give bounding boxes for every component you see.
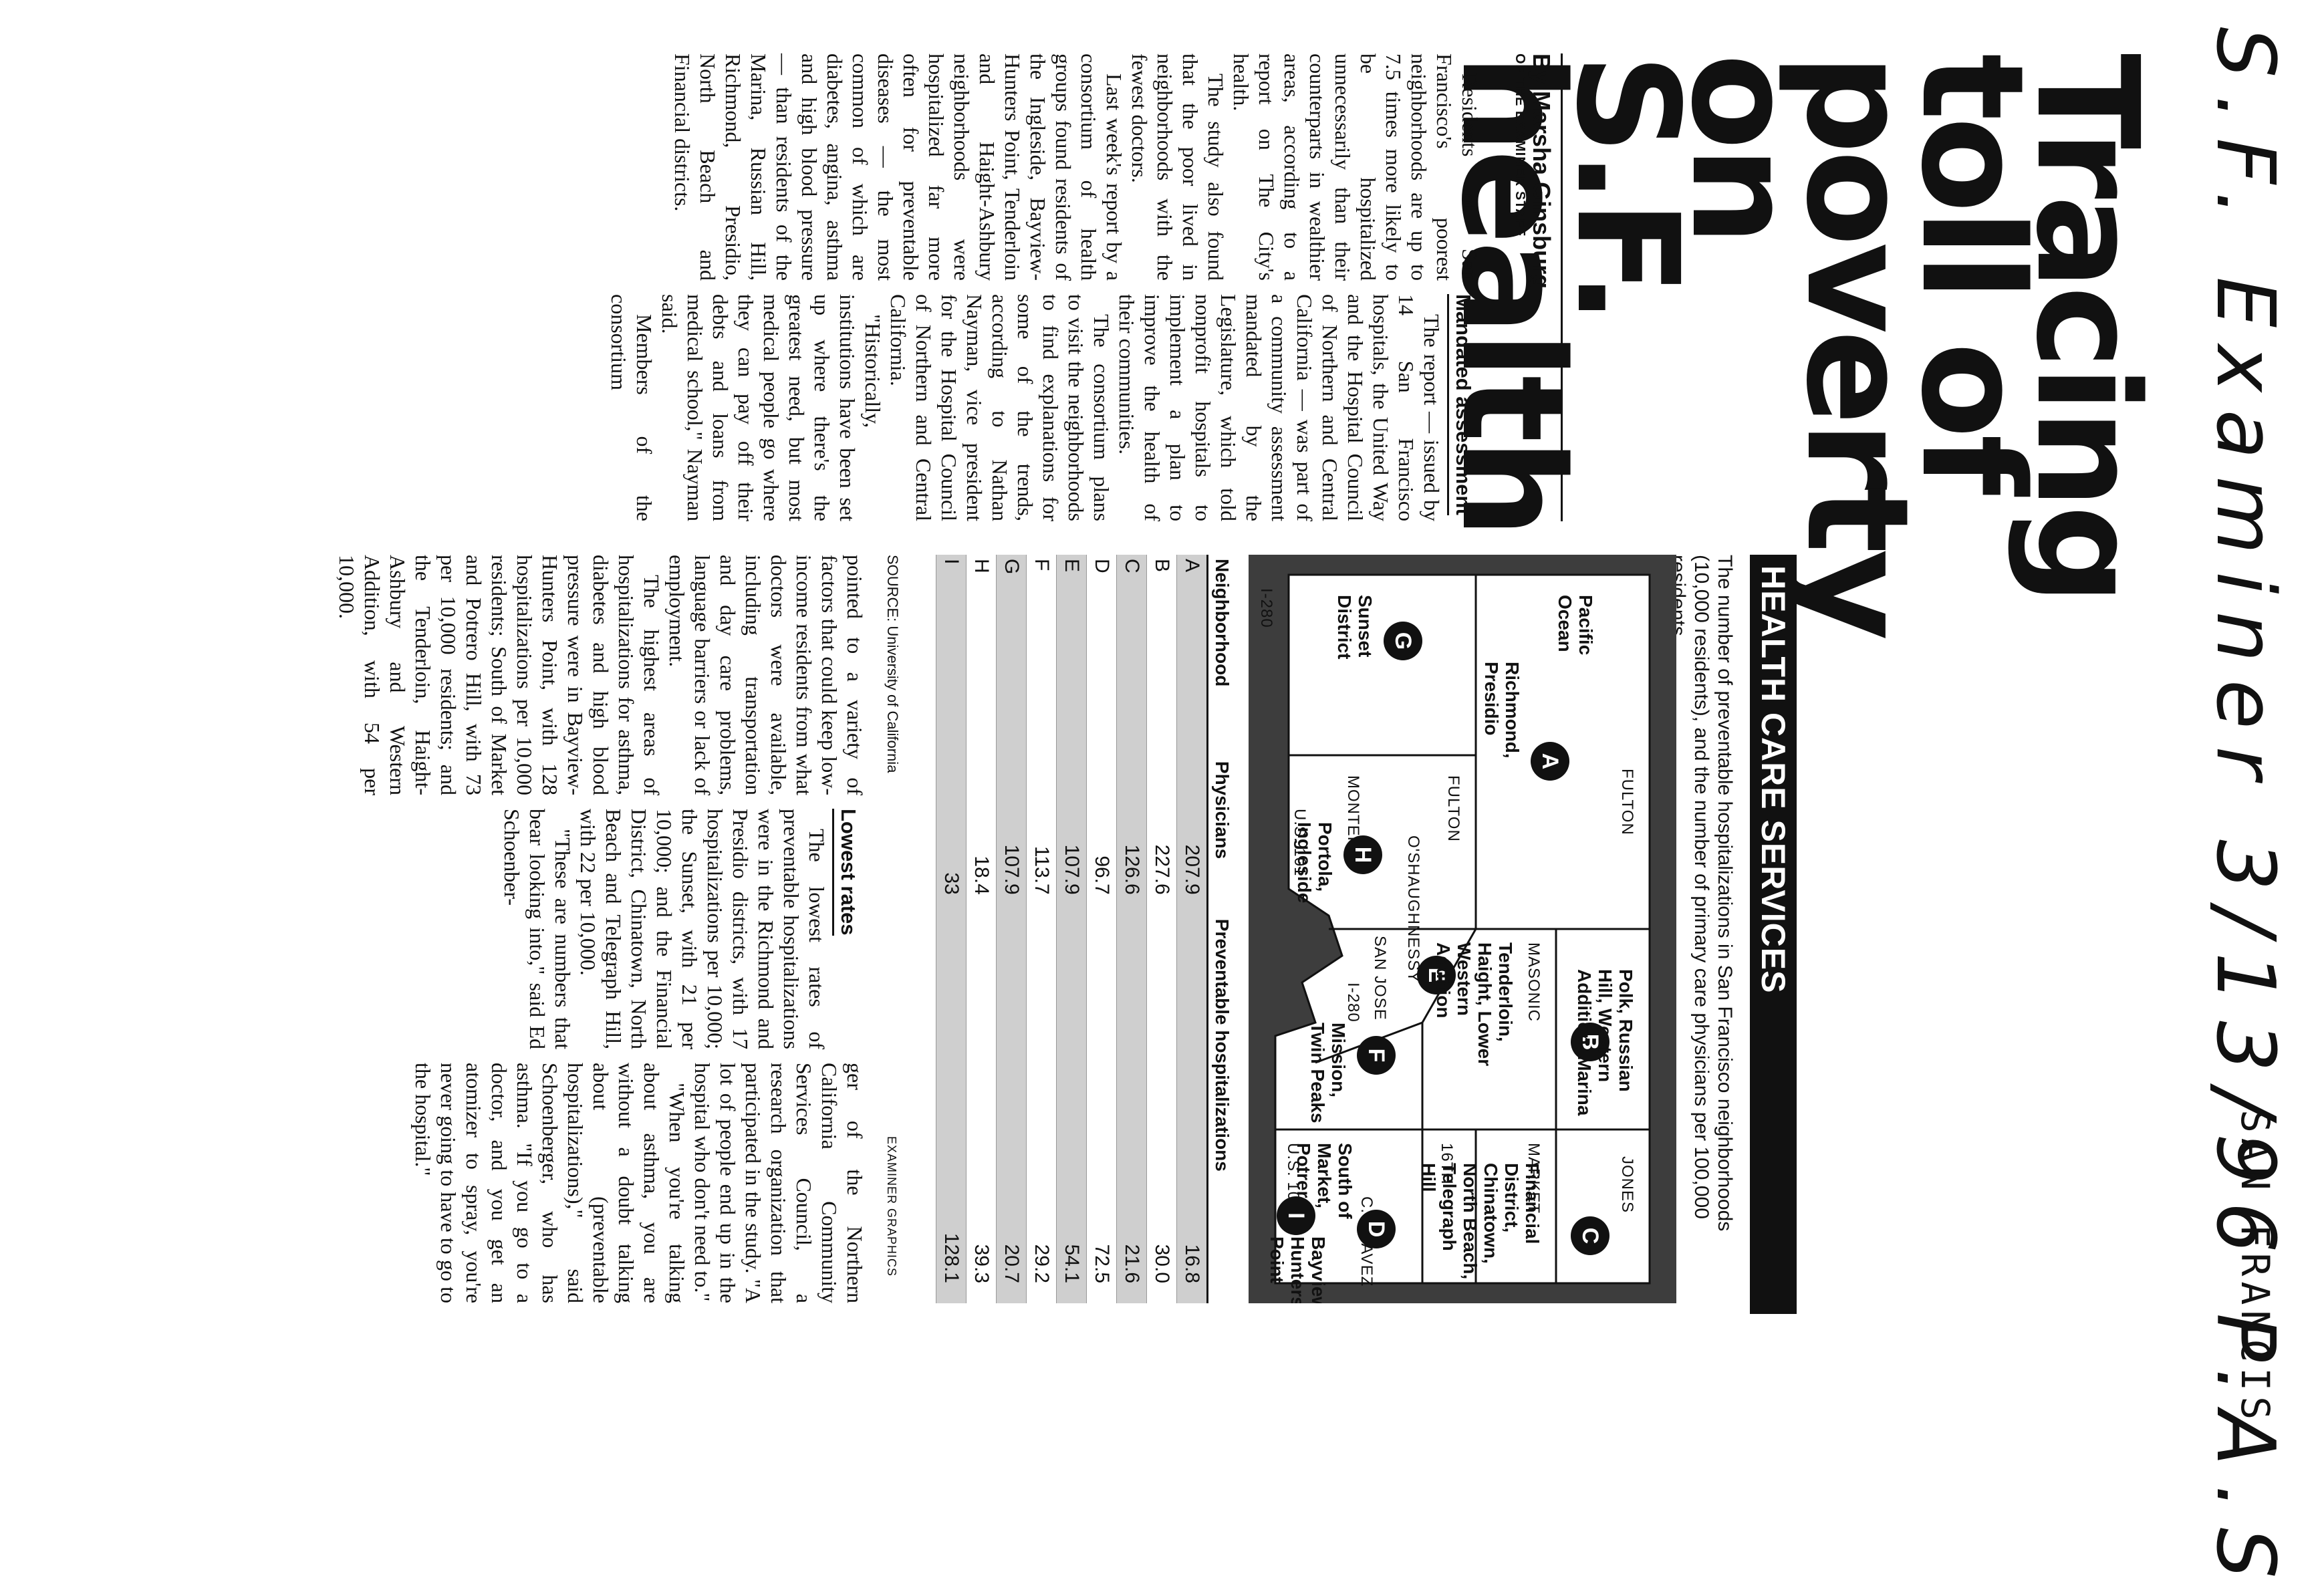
- street-fulton: FULTON: [1618, 769, 1636, 835]
- table-cell: 21.6: [1116, 914, 1147, 1303]
- table-header-row: Neighborhood Physicians Preventable hosp…: [1207, 555, 1235, 1303]
- street-san-jose: SAN JOSE: [1371, 936, 1389, 1021]
- table-cell: 33: [936, 757, 967, 915]
- street-jones: JONES: [1618, 1156, 1636, 1214]
- table-cell: 227.6: [1146, 757, 1177, 915]
- article-paragraph: pointed to a variety of factors that cou…: [665, 555, 867, 795]
- article-paragraph: ger of the Northern California Community…: [690, 1063, 867, 1303]
- table-cell: 96.7: [1086, 757, 1117, 915]
- table-cell: 107.9: [996, 757, 1027, 915]
- map-label-e: Tenderloin, Haight, Lower Western Additi…: [1433, 942, 1516, 1067]
- subhead-mandated: Mandated assessment: [1447, 294, 1476, 515]
- article-paragraph: "When you're talking about asthma, you a…: [411, 1063, 689, 1303]
- article-paragraph: Last week's report by a consortium of he…: [670, 53, 1126, 281]
- sf-neighborhood-map: Pacific Ocean FULTON FULTON MASONIC I-28…: [1249, 555, 1676, 1303]
- map-label-i: Bayview, Hunters Point: [1267, 1236, 1329, 1303]
- table-cell: 16.8: [1176, 914, 1208, 1303]
- table-cell: 126.6: [1116, 757, 1147, 915]
- table-cell: A: [1176, 555, 1208, 757]
- map-label-g: Sunset District: [1334, 595, 1376, 660]
- table-cell: 39.3: [966, 914, 997, 1303]
- subhead-lowest-rates: Lowest rates: [832, 809, 861, 936]
- table-cell: 72.5: [1086, 914, 1117, 1303]
- table-cell: 20.7: [996, 914, 1027, 1303]
- table-cell: G: [996, 555, 1027, 757]
- table-cell: F: [1026, 555, 1057, 757]
- map-marker-d: D: [1357, 1210, 1396, 1248]
- article-paragraph: Members of the consortium: [607, 294, 656, 521]
- street-fulton: FULTON: [1444, 775, 1462, 842]
- byline-staff: OF THE EXAMINER STAFF: [1513, 53, 1527, 237]
- table-header: Physicians: [1207, 757, 1235, 915]
- street-i280: I-280: [1257, 588, 1275, 628]
- map-marker-g: G: [1384, 622, 1422, 660]
- table-cell: 30.0: [1146, 914, 1177, 1303]
- table-cell: 207.9: [1176, 757, 1208, 915]
- masthead-fragment: SAN FRANCIS: [2232, 1109, 2278, 1426]
- article-column-4: Lowest rates The lowest rates of prevent…: [499, 809, 868, 1049]
- street-masonic: MASONIC: [1525, 942, 1543, 1023]
- map-marker-c: C: [1571, 1216, 1609, 1255]
- article-paragraph: "These are numbers that bear looking int…: [500, 809, 575, 1049]
- article-column-2: Mandated assessment The report — issued …: [606, 294, 1483, 521]
- map-label-ocean: Pacific Ocean: [1555, 595, 1596, 656]
- table-cell: C: [1116, 555, 1147, 757]
- table-cell: 107.9: [1056, 757, 1087, 915]
- article-column-1: Residents of San Francisco's poorest nei…: [670, 53, 1483, 281]
- graphic-title: HEALTH CARE SERVICES: [1750, 555, 1797, 1314]
- table-cell: I: [936, 555, 967, 757]
- table-cell: E: [1056, 555, 1087, 757]
- byline: By Marsha Ginsburg: [1528, 53, 1555, 289]
- table-cell: 128.1: [936, 914, 967, 1303]
- map-marker-h: H: [1343, 835, 1382, 874]
- map-marker-a: A: [1531, 742, 1569, 781]
- table-header: Preventable hospitalizations: [1207, 914, 1235, 1303]
- article-paragraph: "Historically, institutions have been se…: [658, 294, 885, 521]
- map-label-f: Mission, Twin Peaks: [1307, 1023, 1349, 1123]
- article-paragraph: The report — issued by 14 San Francisco …: [1115, 294, 1444, 521]
- table-cell: H: [966, 555, 997, 757]
- article-paragraph: The consortium plans to visit the neighb…: [886, 294, 1114, 521]
- map-label-b: Polk, Russian Hill, Western Addition, Ma…: [1574, 969, 1636, 1116]
- article-paragraph: The study also found that the poor lived…: [1128, 53, 1228, 281]
- hospitalization-table: Neighborhood Physicians Preventable hosp…: [936, 555, 1235, 1303]
- map-marker-i: I: [1277, 1196, 1315, 1235]
- graphic-source: SOURCE: University of California: [884, 555, 901, 773]
- headline-line: on S.F.: [1545, 53, 1824, 321]
- rotated-clipping: S.F. Examiner 3/13/96 P.A.S SAN FRANCIS …: [334, 27, 2291, 1596]
- table-cell: 18.4: [966, 757, 997, 915]
- map-label-h: Portola, Ingleside: [1294, 822, 1335, 904]
- article-column-5: ger of the Northern California Community…: [410, 1063, 868, 1303]
- table-cell: 54.1: [1056, 914, 1087, 1303]
- article-paragraph: The lowest rates of preventable hospital…: [576, 809, 829, 1049]
- graphic-credit: EXAMINER GRAPHICS: [885, 1136, 898, 1277]
- map-label-c: Financial District, Chinatown, North Bea…: [1418, 1163, 1543, 1280]
- table-cell: B: [1146, 555, 1177, 757]
- table-cell: D: [1086, 555, 1117, 757]
- street-i280: I-280: [1344, 982, 1362, 1023]
- table-cell: 29.2: [1026, 914, 1057, 1303]
- article-paragraph: The highest areas of hospitalizations fo…: [335, 555, 664, 795]
- graphic-intro: The number of preventable hospitalizatio…: [1667, 555, 1736, 1232]
- table-header: Neighborhood: [1207, 555, 1235, 757]
- article-paragraph: Residents of San Francisco's poorest nei…: [1229, 53, 1482, 281]
- street-oshaughnessy: O'SHAUGHNESSY: [1404, 835, 1422, 983]
- table-cell: 113.7: [1026, 757, 1057, 915]
- map-label-a: Richmond, Presidio: [1481, 662, 1523, 759]
- map-marker-f: F: [1357, 1036, 1396, 1075]
- article-column-3: pointed to a variety of factors that cou…: [334, 555, 868, 795]
- byline-block: By Marsha Ginsburg OF THE EXAMINER STAFF: [1512, 53, 1563, 521]
